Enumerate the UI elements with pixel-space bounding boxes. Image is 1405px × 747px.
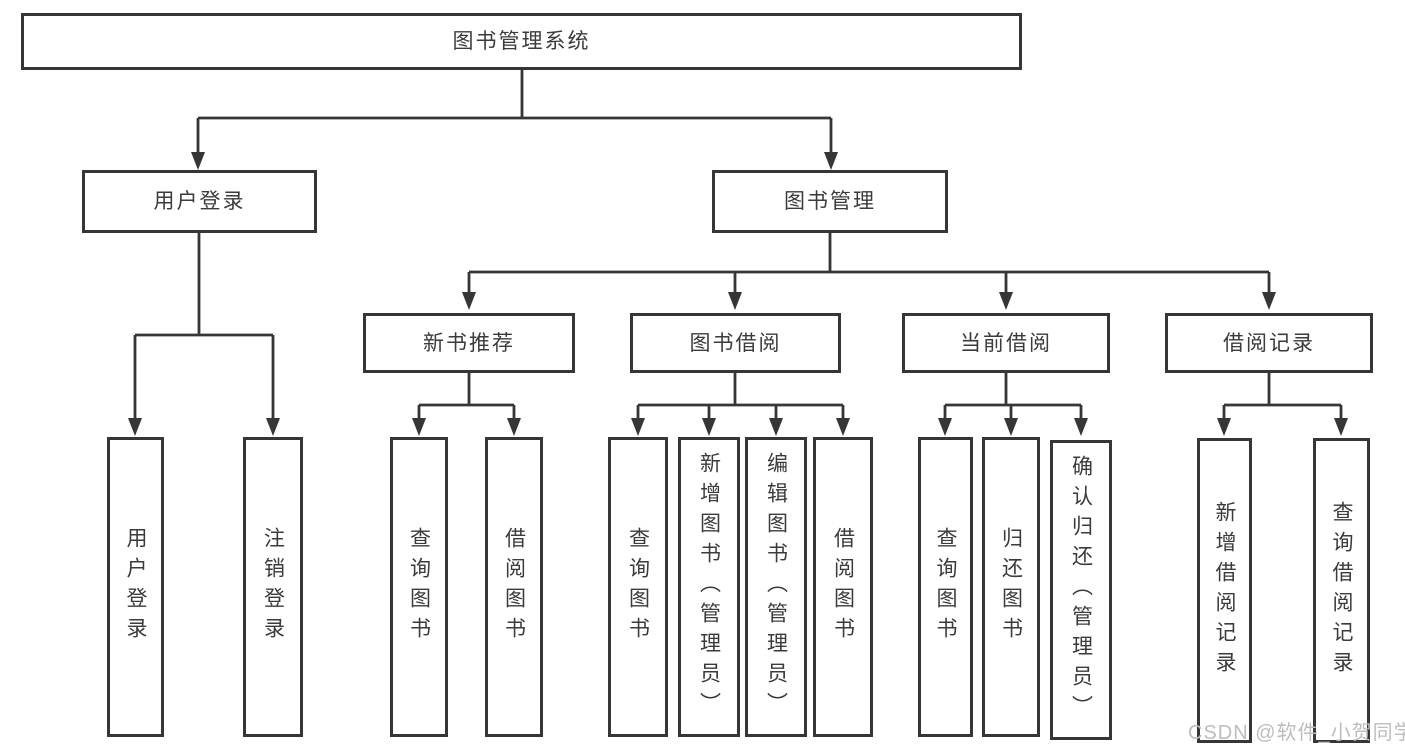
node-book-management: 图书管理	[712, 170, 948, 233]
arrowhead	[1334, 418, 1348, 436]
arrowhead	[1262, 292, 1276, 310]
leaf-query-book-2: 查询图书	[608, 437, 668, 737]
arrowhead	[938, 418, 952, 436]
arrowhead	[824, 152, 838, 170]
arrowhead	[1004, 418, 1018, 436]
leaf-logout: 注销登录	[243, 437, 303, 737]
connector-book-mgmt-branch	[467, 270, 1271, 292]
arrowhead	[507, 418, 521, 436]
arrowhead	[462, 292, 476, 310]
arrowhead	[728, 292, 742, 310]
arrowhead	[769, 418, 783, 436]
leaf-return-book: 归还图书	[982, 437, 1040, 737]
arrowhead	[1217, 418, 1231, 436]
connector-mid-stems	[467, 373, 1271, 405]
connector-level1-branch	[196, 116, 833, 152]
connector-borrow-record-branch	[1222, 403, 1343, 419]
node-borrow-record: 借阅记录	[1165, 313, 1373, 373]
arrowhead	[412, 418, 426, 436]
leaf-query-book-3: 查询图书	[918, 437, 973, 737]
arrowhead	[191, 152, 205, 170]
arrowhead	[999, 292, 1013, 310]
connector-book-borrow-branch	[636, 403, 845, 419]
connector-new-book-branch	[417, 403, 516, 419]
node-current-borrow: 当前借阅	[902, 313, 1110, 373]
leaf-edit-book-admin: 编辑图书（管理员）	[745, 437, 807, 737]
connector-user-login-branch	[133, 333, 275, 419]
arrowhead	[631, 418, 645, 436]
node-book-borrow: 图书借阅	[630, 313, 841, 373]
connector-current-borrow-branch	[943, 403, 1083, 419]
node-root-system: 图书管理系统	[21, 13, 1022, 70]
leaf-borrow-book-2: 借阅图书	[813, 437, 873, 737]
arrowhead	[266, 418, 280, 436]
node-user-login: 用户登录	[82, 170, 317, 233]
arrowhead	[836, 418, 850, 436]
leaf-query-borrow-record: 查询借阅记录	[1313, 438, 1370, 743]
leaf-query-book-1: 查询图书	[390, 437, 448, 737]
leaf-add-book-admin: 新增图书（管理员）	[678, 437, 740, 737]
arrowhead	[1074, 418, 1088, 436]
csdn-watermark: CSDN @软件_小贺同学	[1188, 722, 1405, 744]
leaf-confirm-return-admin: 确认归还（管理员）	[1050, 440, 1112, 740]
arrowhead	[702, 418, 716, 436]
leaf-borrow-book-1: 借阅图书	[485, 437, 543, 737]
node-new-book-recommend: 新书推荐	[363, 313, 575, 373]
arrowhead	[128, 418, 142, 436]
leaf-add-borrow-record: 新增借阅记录	[1197, 438, 1252, 743]
leaf-user-login: 用户登录	[107, 437, 164, 737]
